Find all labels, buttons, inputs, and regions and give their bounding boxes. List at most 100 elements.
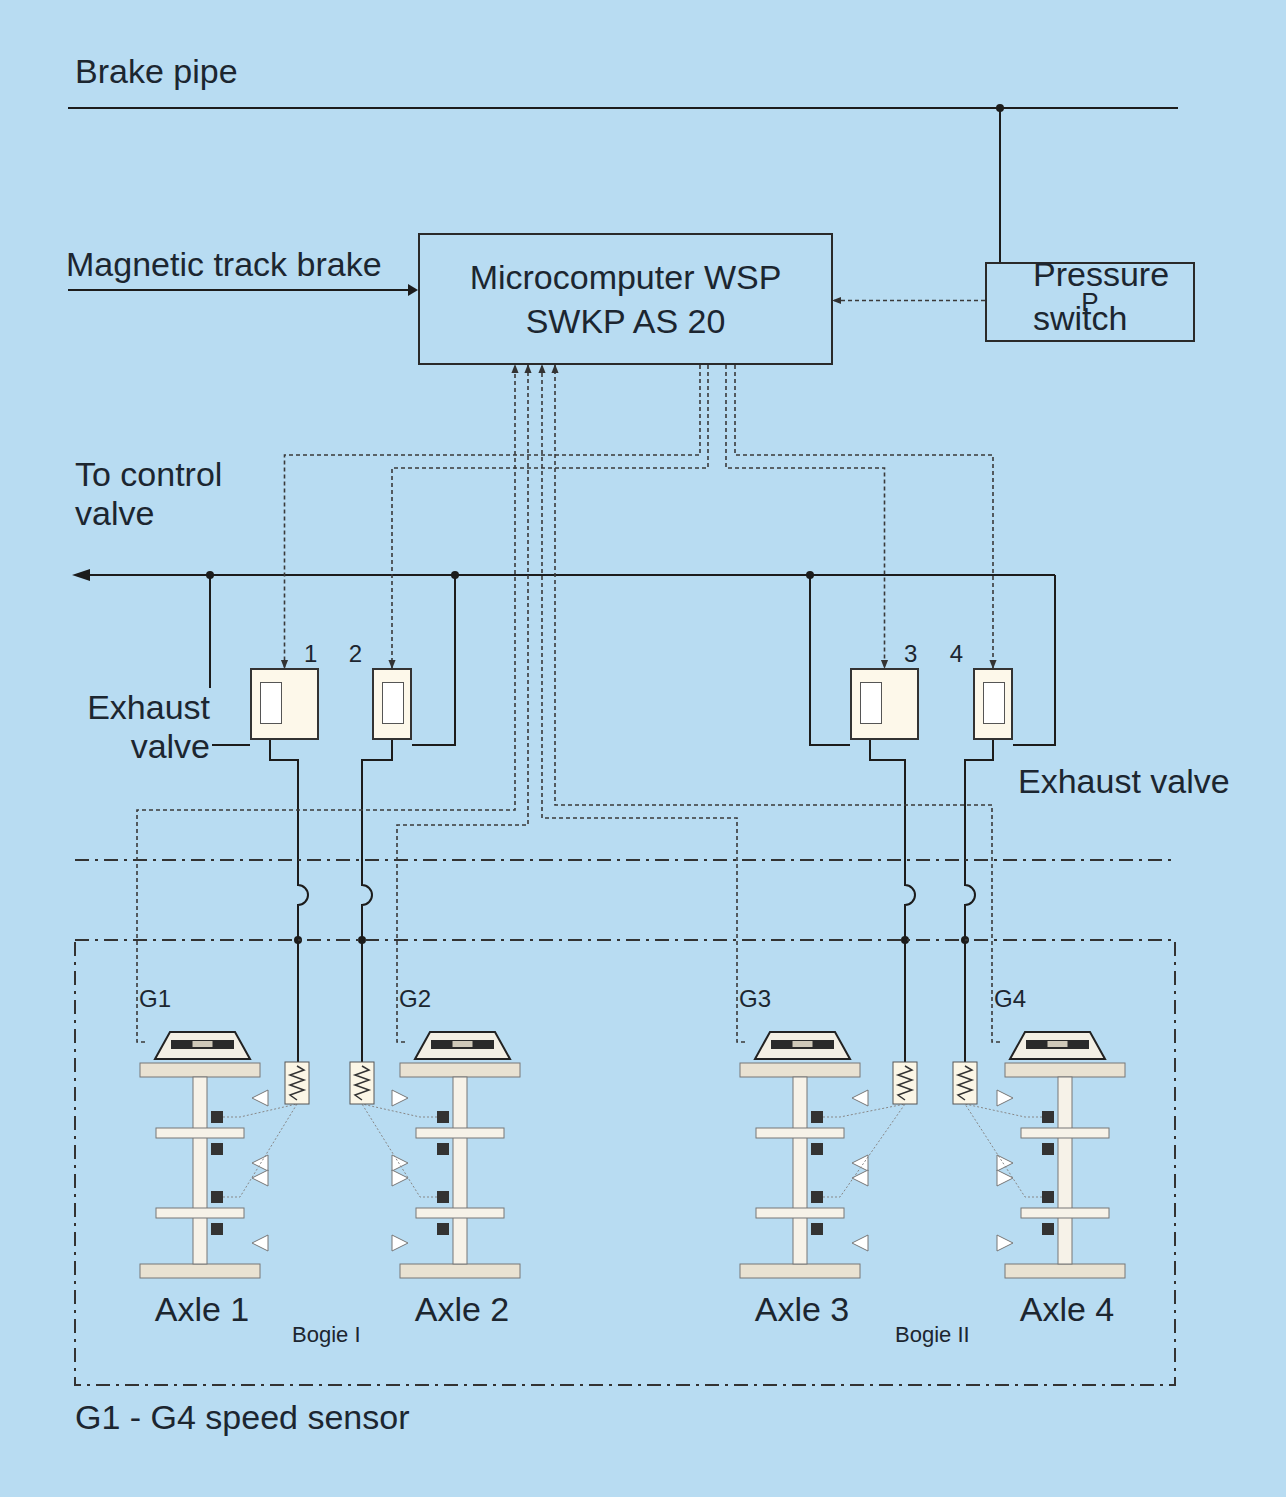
brake-linkage <box>823 1104 905 1197</box>
brake-pad <box>1042 1223 1054 1235</box>
signal-connector <box>397 365 528 1042</box>
sensor-window <box>453 1041 473 1047</box>
brake-pad <box>1042 1191 1054 1203</box>
brake-pad <box>1042 1111 1054 1123</box>
air-line <box>1013 575 1055 745</box>
diagram-label: Bogie I <box>290 1322 363 1347</box>
wheel <box>400 1063 520 1077</box>
brake-disc <box>156 1208 244 1218</box>
brake-pad <box>211 1111 223 1123</box>
brake-disc <box>416 1208 504 1218</box>
control-valve-line <box>88 574 1055 576</box>
wheel <box>140 1063 260 1077</box>
junction-dot <box>206 571 214 579</box>
junction-dot <box>358 936 366 944</box>
pad-holder <box>392 1090 408 1106</box>
pad-holder <box>852 1090 868 1106</box>
pad-holder <box>252 1155 268 1171</box>
axle-shaft <box>193 1077 207 1264</box>
arrowhead <box>72 569 90 581</box>
wheelsets <box>140 1062 1125 1278</box>
sensor-window <box>793 1041 813 1047</box>
axle-shaft <box>453 1077 467 1264</box>
brake-linkage <box>965 1104 1042 1117</box>
wheel <box>740 1264 860 1278</box>
diagram-label: To control valve <box>73 455 267 533</box>
brake-pad <box>211 1143 223 1155</box>
exhaust-valve: 4 <box>973 668 1013 740</box>
junction-dot <box>451 571 459 579</box>
spring-symbol <box>958 1066 972 1100</box>
speed-sensor: G2 <box>405 985 520 1062</box>
box-text: Microcomputer WSP SWKP AS 20 <box>436 255 815 343</box>
pad-holder <box>252 1170 268 1186</box>
brake-linkage <box>823 1104 905 1117</box>
exhaust-valve: 2 <box>372 668 412 740</box>
sensor-head <box>771 1040 834 1049</box>
sensor-housing <box>1010 1032 1105 1059</box>
brake-pad <box>211 1191 223 1203</box>
brake-pad <box>811 1223 823 1235</box>
signal-connector <box>285 365 701 668</box>
valve-core <box>860 682 882 724</box>
diagram-label: Axle 1 <box>130 1290 274 1329</box>
axle-shaft <box>793 1077 807 1264</box>
callout-number: 3 <box>904 640 917 668</box>
switch-label: Pressure switch <box>1033 252 1193 340</box>
callout-number: 4 <box>950 640 963 668</box>
diagram-label: Exhaust valve <box>58 688 212 766</box>
brake-cylinder <box>953 1062 977 1104</box>
exhaust-valve: 3 <box>850 668 919 740</box>
diagram-label: Axle 2 <box>390 1290 534 1329</box>
pad-holder <box>852 1235 868 1251</box>
valve-core <box>260 682 282 724</box>
brake-disc <box>416 1128 504 1138</box>
sensor-window <box>193 1041 213 1047</box>
brake-pipe-line <box>68 107 1178 109</box>
wheel <box>1005 1063 1125 1077</box>
brake-pad <box>811 1143 823 1155</box>
brake-linkage <box>362 1104 437 1117</box>
diagram-label: Axle 4 <box>995 1290 1139 1329</box>
spring-symbol <box>355 1066 369 1100</box>
wheel <box>140 1264 260 1278</box>
brake-pad <box>211 1223 223 1235</box>
valve-core <box>382 682 404 724</box>
wheel <box>400 1264 520 1278</box>
air-line <box>810 575 850 745</box>
speed-sensor: G4 <box>1000 985 1115 1062</box>
signal-connector <box>726 365 885 668</box>
signal-connector <box>542 365 745 1042</box>
brake-pad <box>437 1111 449 1123</box>
pad-holder <box>392 1155 408 1171</box>
sensor-head <box>171 1040 234 1049</box>
sensor-head <box>1026 1040 1089 1049</box>
brake-linkage <box>965 1104 1042 1197</box>
diagram-label: Bogie II <box>893 1322 972 1347</box>
signal-connector <box>833 300 985 302</box>
junction-dot <box>996 104 1004 112</box>
cylinder-line <box>270 740 308 1062</box>
air-line <box>412 575 455 745</box>
pad-holder <box>392 1235 408 1251</box>
brake-pad <box>437 1223 449 1235</box>
brake-cylinder <box>285 1062 309 1104</box>
dash-dot-line <box>75 859 1175 861</box>
sensor-label: G4 <box>994 985 1115 1014</box>
track-brake-signal <box>68 289 408 291</box>
spring-symbol <box>290 1066 304 1100</box>
diagram-label: Brake pipe <box>73 52 240 91</box>
signal-connector <box>392 365 708 668</box>
sensor-head <box>431 1040 494 1049</box>
pressure-switch: PPressure switch <box>985 262 1195 342</box>
wheel <box>1005 1264 1125 1278</box>
brake-disc <box>1021 1128 1109 1138</box>
sensor-label: G2 <box>399 985 520 1014</box>
diagram-label: Magnetic track brake <box>64 245 384 284</box>
pad-holder <box>997 1170 1013 1186</box>
brake-disc <box>156 1128 244 1138</box>
callout-number: 1 <box>304 640 317 668</box>
valve-core <box>983 682 1005 724</box>
brake-disc <box>1021 1208 1109 1218</box>
diagram-label: Exhaust valve <box>1016 762 1232 801</box>
